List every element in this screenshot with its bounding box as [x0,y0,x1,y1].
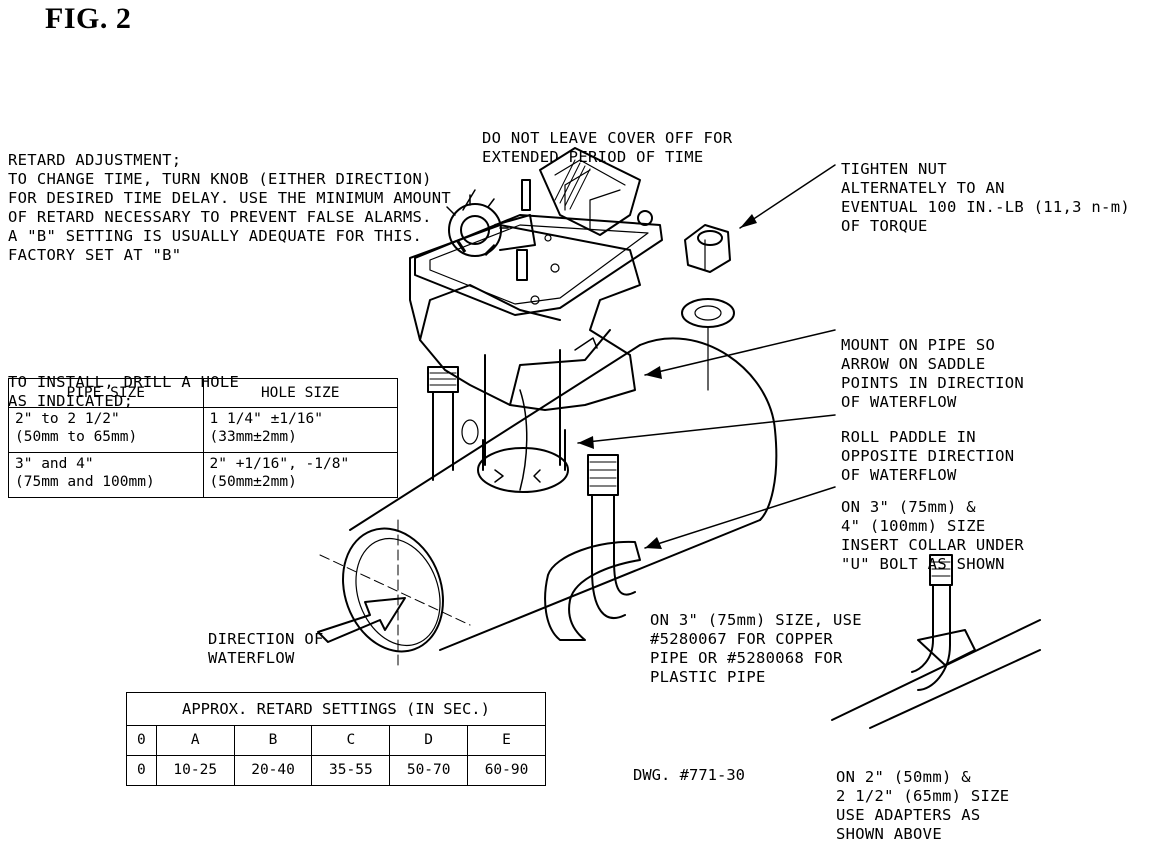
table-row: 3" and 4"(75mm and 100mm) 2" +1/16", -1/… [8,452,398,498]
retard-settings-table: APPROX. RETARD SETTINGS (IN SEC.) 0 A B … [126,692,546,786]
detector-drawing [317,147,1041,729]
setting-cell: C [311,725,391,756]
seconds-cell: 10-25 [155,755,235,786]
u-bolt-right [587,454,636,619]
pipe-size-cell: 2" to 2 1/2"(50mm to 65mm) [8,407,204,453]
main-pipe [319,337,778,666]
retard-seconds-row: 0 10-25 20-40 35-55 50-70 60-90 [126,755,546,786]
seconds-cell: 50-70 [389,755,469,786]
retard-table-title: APPROX. RETARD SETTINGS (IN SEC.) [126,692,546,726]
leader-lines [462,164,836,549]
setting-cell: 0 [126,725,157,756]
housing [409,224,641,411]
top-plate [414,214,663,316]
nut [684,224,731,273]
setting-cell: B [233,725,313,756]
hole-size-cell: 2" +1/16", -1/8"(50mm±2mm) [202,452,398,498]
seconds-cell: 0 [126,755,157,786]
table-row: 2" to 2 1/2"(50mm to 65mm) 1 1/4" ±1/16"… [8,407,398,453]
pipe-size-cell: 3" and 4"(75mm and 100mm) [8,452,204,498]
seconds-cell: 35-55 [311,755,391,786]
hole-size-cell: 1 1/4" ±1/16"(33mm±2mm) [202,407,398,453]
copper-note: ON 3" (75mm) SIZE, USE#5280067 FOR COPPE… [650,611,862,686]
switch-assembly [530,147,653,305]
retard-settings-row: 0 A B C D E [126,725,546,756]
setting-cell: E [467,725,546,756]
pipe-table-header: PIPE SIZE HOLE SIZE [8,378,398,408]
waterflow-arrow [317,597,406,643]
setting-cell: D [389,725,469,756]
hole-size-header: HOLE SIZE [202,378,398,408]
figure-title: FIG. 2 [45,2,132,35]
pipe-size-header: PIPE SIZE [8,378,204,408]
drawing-number: DWG. #771-30 [633,766,745,784]
u-bolt-left [427,366,459,481]
pipe-size-table: PIPE SIZE HOLE SIZE 2" to 2 1/2"(50mm to… [8,378,398,498]
arrowheads [578,214,757,549]
seconds-cell: 60-90 [467,755,546,786]
collar [544,540,641,641]
adapter-inset [831,554,1041,729]
setting-cell: A [155,725,235,756]
retard-knob [446,179,536,281]
seconds-cell: 20-40 [233,755,313,786]
retard-adjustment-note: RETARD ADJUSTMENT;TO CHANGE TIME, TURN K… [8,151,452,264]
washer [681,298,735,328]
